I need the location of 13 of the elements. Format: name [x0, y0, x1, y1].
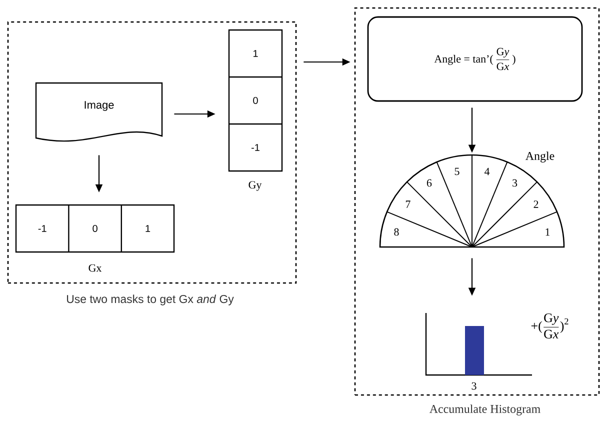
dashed-group-frame [354, 7, 600, 396]
bin-label: 3 [472, 382, 476, 390]
histogram-drawing: $\text{+(}\frac{\text{G}\textit{y}}{\text{G}\textit{x}}\text{)}^{\text{2}}$ [425, 313, 568, 376]
group-caption: Accumulate Histogram [430, 404, 540, 416]
group-caption: Use two masks to get Gx and Gy [67, 294, 234, 306]
formula-box: $\text{Angle = tan'(}\,\frac{\text{G}\textit{y}}{\text{G}\textit{x}}\,\text{)}$ [367, 16, 583, 102]
mask-column: 1 0 -1 [228, 29, 283, 172]
dashed-group-frame [7, 21, 297, 284]
mask-row: -1 0 1 [15, 204, 175, 253]
mask-label: Gx [88, 264, 102, 272]
angle-label: Angle [526, 152, 554, 162]
mask-label: Gy [248, 181, 262, 191]
node-label: $\text{+(}\frac{\text{G}\textit{y}}{\text{G}\textit{x}}\text{)}^{\text{2}}$ [531, 314, 568, 338]
